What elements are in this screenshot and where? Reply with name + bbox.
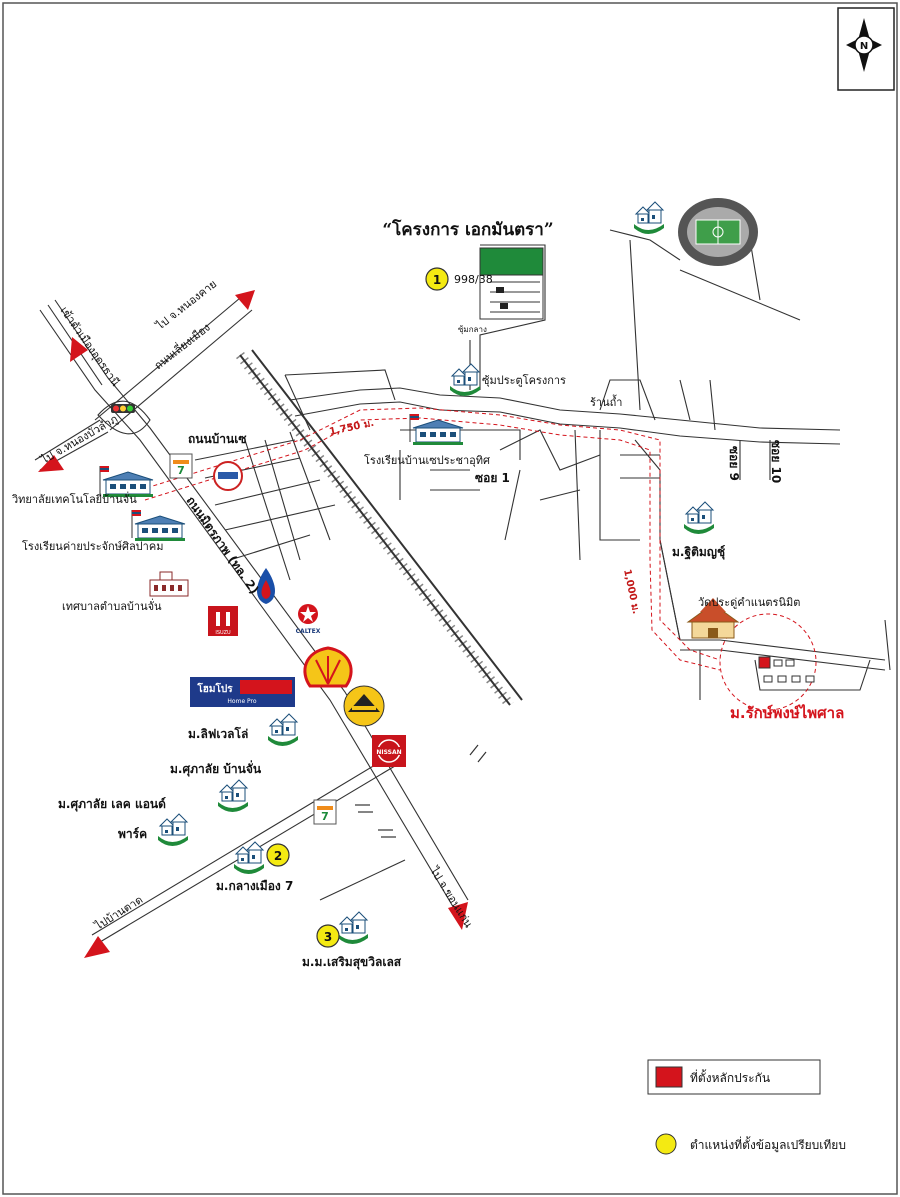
park-label: พาร์ค — [118, 827, 147, 841]
to-nongbua-label: ไป จ.หนองบัวลำภู — [38, 412, 120, 467]
shop-label: ร้านถ้ำ — [590, 394, 622, 409]
target-label: ม.รักษ์พงษ์ไพศาล — [730, 703, 844, 722]
distance-1000-label: 1,000 ม. — [621, 568, 641, 615]
homepro-label: โฮมโปร — [196, 682, 233, 695]
camp-school-label: โรงเรียนค่ายประจักษ์ศิลปาคม — [22, 539, 163, 553]
comparable-1-label: 998/38 — [454, 273, 493, 286]
ban-che-road-label: ถนนบ้านเซ — [188, 432, 246, 446]
stadium-icon — [678, 198, 758, 266]
collateral-swatch — [655, 1066, 683, 1088]
school-icon — [409, 413, 464, 446]
comparable-3-label: ม.ม.เสริมสุขวิลเลส — [302, 955, 402, 970]
road-break-marks — [355, 744, 487, 838]
supalai-lake-label: ม.ศุภาลัย เลค แอนด์ — [58, 797, 166, 812]
legend-box — [647, 1059, 821, 1095]
compass-letter: N — [860, 41, 868, 52]
homepro-logo-icon: โฮมโปร Home Pro — [190, 677, 295, 707]
to-nongkhai-label: ไป จ.หนองคาย — [153, 277, 219, 333]
isuzu-label: ISUZU — [215, 630, 231, 636]
supalai-banchan-label: ม.ศุภาลัย บ้านจั่น — [170, 760, 262, 777]
house-icon — [157, 813, 189, 847]
arrow-to-khonkaen — [448, 902, 468, 930]
caltex-label: CALTEX — [296, 628, 321, 635]
legend: ที่ตั้งหลักประกัน ตำแหน่งที่ตั้งข้อมูลเป… — [647, 1059, 846, 1155]
main-road-label: ถนนมิตรภาพ (ทล. 2) — [184, 494, 262, 597]
legend-collateral-label: ที่ตั้งหลักประกัน — [690, 1069, 770, 1085]
school-icon — [131, 509, 186, 542]
nissan-logo-icon: NISSAN — [372, 735, 406, 767]
svg-text:7: 7 — [321, 810, 329, 823]
municipality-label: เทศบาลตำบลบ้านจั่น — [62, 598, 162, 613]
svg-text:2: 2 — [274, 849, 282, 863]
comparable-2-label: ม.กลางเมือง 7 — [216, 879, 293, 893]
arrow-to-nongbua — [38, 455, 64, 472]
legend-comparable-label: ตำแหน่งที่ตั้งข้อมูลเปรียบเทียบ — [690, 1136, 846, 1153]
shell-logo-icon — [303, 646, 353, 688]
caltex-logo-icon: CALTEX — [296, 604, 321, 635]
to-udon-label: เข้าตัวเมืองอุดรธานี — [58, 304, 123, 389]
arrow-to-udon — [70, 337, 88, 362]
house-icon — [633, 201, 665, 235]
route-lines — [139, 407, 721, 671]
isuzu-logo-icon: ISUZU — [208, 606, 238, 636]
homepro-sub: Home Pro — [227, 698, 256, 705]
school-banche-label: โรงเรียนบ้านเซประชาอุทิศ — [364, 453, 490, 467]
project-arch-label: ซุ้มประตูโครงการ — [482, 373, 566, 387]
svg-text:3: 3 — [324, 930, 332, 944]
svg-text:1: 1 — [433, 273, 441, 287]
nissan-label: NISSAN — [376, 749, 401, 756]
comparable-swatch — [655, 1133, 677, 1155]
arrow-to-nongkhai — [235, 290, 255, 310]
soi1-label: ซอย 1 — [475, 471, 510, 485]
comparable-marker-2: 2 — [266, 843, 290, 867]
comparable-marker-1: 1 — [425, 267, 449, 291]
project-site-plan — [479, 247, 544, 320]
temple-label: วัดประดู่คำแนตรนิมิต — [698, 596, 800, 609]
arrow-to-bantat — [84, 936, 110, 958]
comparable-marker-3: 3 — [316, 924, 340, 948]
house-icon — [217, 779, 249, 813]
to-bantat-label: ไปบ้านตาด — [92, 893, 145, 933]
soi10-label: ซอย 10 — [769, 440, 783, 483]
seven-eleven-icon: 7 — [313, 799, 337, 825]
seven-eleven-icon: 7 — [169, 453, 193, 479]
project-title: “โครงการ เอกมันตรา” — [382, 219, 553, 240]
tech-college-label: วิทยาลัยเทคโนโลยีบ้านจั่น — [11, 491, 137, 506]
tiamsuk-label: ม.ฐิติมญชุ์ — [672, 545, 725, 560]
temple-icon — [686, 598, 740, 639]
traffic-light-icon — [111, 404, 135, 413]
house-icon — [337, 911, 369, 945]
house-icon — [267, 713, 299, 747]
liveloh-label: ม.ลิฟเวลโล่ — [188, 726, 248, 741]
to-khonkaen-label: ไป จ.ขอนแก่น — [427, 864, 475, 931]
svg-text:7: 7 — [177, 464, 185, 477]
soi9-label: ซอย 9 — [727, 446, 741, 481]
direction-arrows — [38, 290, 468, 958]
municipality-icon — [149, 571, 189, 597]
railway — [236, 349, 523, 709]
north-arrow-icon: N — [837, 7, 895, 91]
road-network — [34, 229, 891, 946]
house-icon — [449, 363, 481, 397]
target-radius-circle — [719, 613, 817, 711]
house-icon — [683, 501, 715, 535]
collateral-site-plan — [758, 656, 815, 683]
dealer-logo-icon — [343, 685, 385, 727]
gate-small-label: ซุ้มกลาง — [458, 325, 487, 334]
ptt-logo-icon — [257, 568, 275, 604]
hospital-logo-icon — [213, 461, 243, 491]
distance-1750-label: 1,750 ม. — [328, 418, 375, 438]
